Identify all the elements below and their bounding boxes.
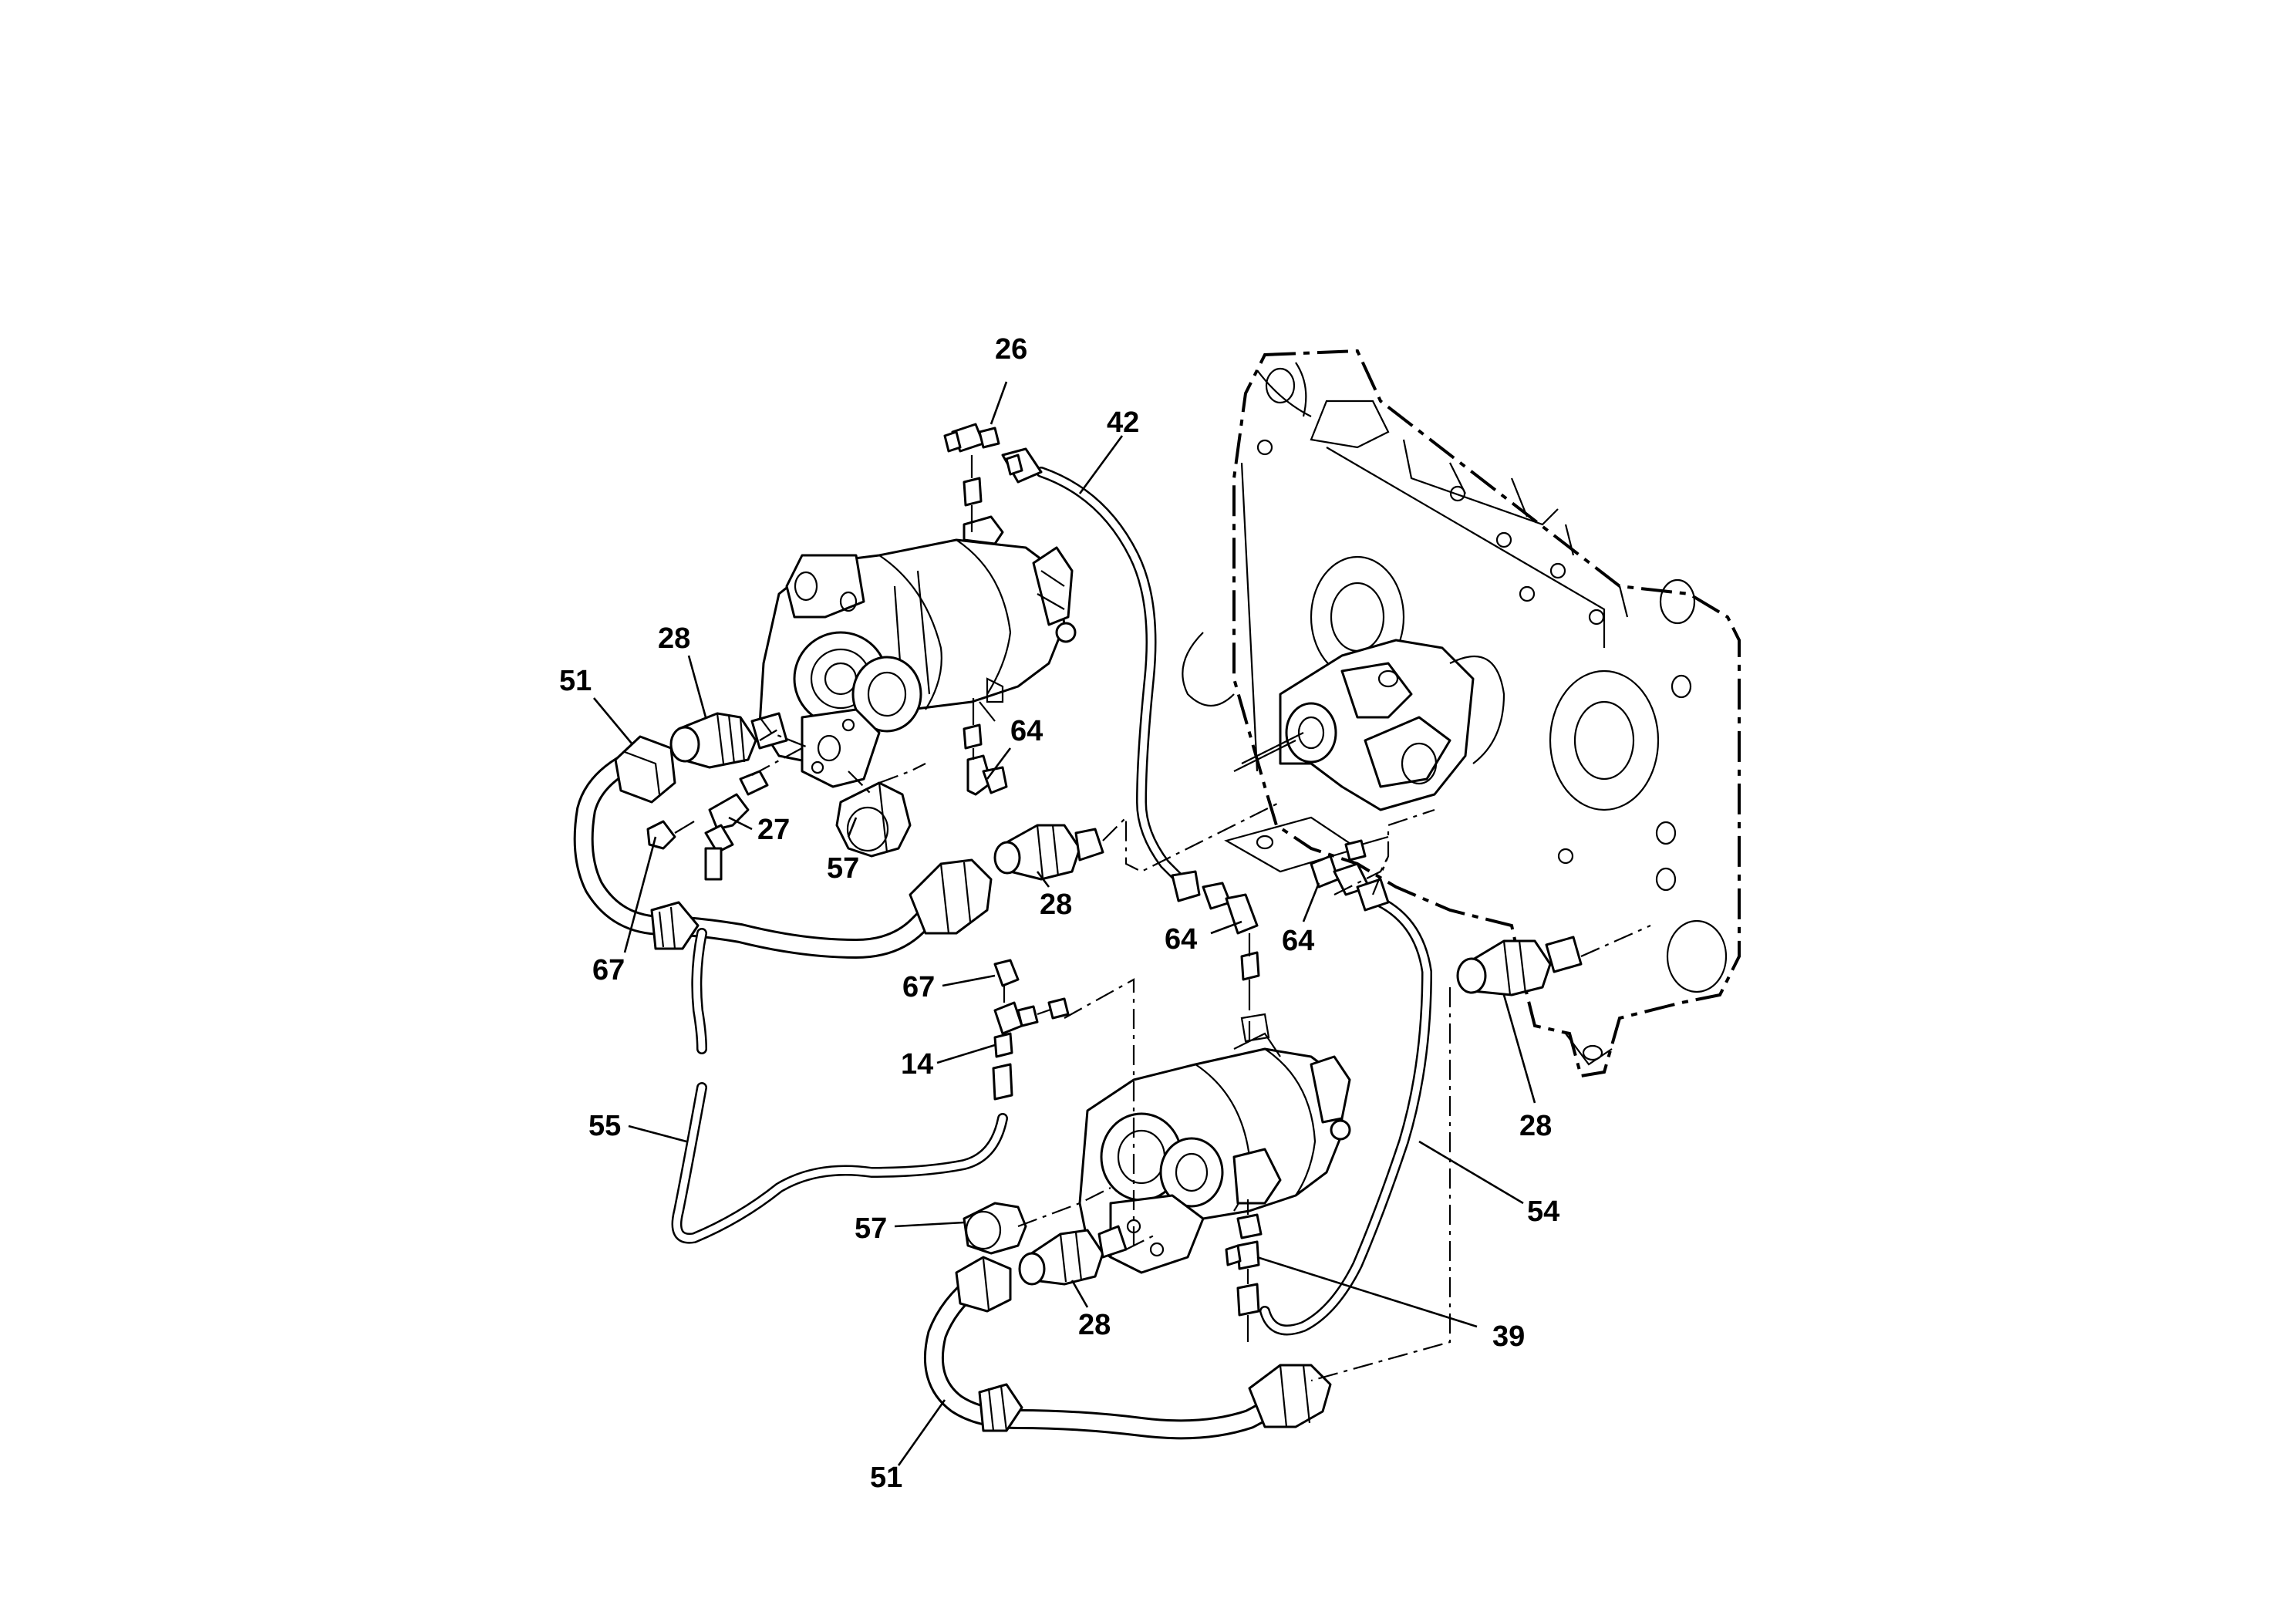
callout-28-upper-mid: 28 [1040, 889, 1072, 921]
tee-fitting-14 [992, 997, 1070, 1101]
tee-fitting-26 [943, 423, 1000, 532]
transmission-housing [1182, 349, 1741, 1078]
plug-67-lower [993, 959, 1020, 1003]
hose-51-lower [923, 1256, 1332, 1440]
fitting-28-upper-mid [993, 824, 1104, 881]
callout-57-upper: 57 [827, 852, 859, 885]
tee-fitting-27 [704, 770, 769, 881]
callout-51-lower: 51 [870, 1462, 902, 1494]
callout-64-mid-left: 64 [1165, 923, 1197, 956]
hose-54 [1259, 878, 1433, 1336]
lower-hydraulic-pump [1078, 1013, 1351, 1274]
fitting-28-right [1456, 936, 1583, 996]
callout-67-lower: 67 [902, 971, 935, 1003]
hose-42 [1001, 447, 1201, 902]
callout-57-lower: 57 [855, 1212, 887, 1245]
tee-fitting-39 [1225, 1199, 1263, 1342]
callout-54: 54 [1527, 1195, 1559, 1228]
housing-bolt-icon [1256, 439, 1605, 865]
callout-55: 55 [588, 1110, 621, 1142]
callout-14: 14 [901, 1048, 933, 1081]
callout-67-upper: 67 [592, 954, 625, 986]
fitting-28-upper-left [669, 712, 788, 769]
plug-57-upper [835, 781, 912, 858]
fitting-28-lower [1018, 1225, 1128, 1286]
connection-lines [751, 717, 1651, 1382]
callout-39: 39 [1492, 1320, 1525, 1353]
upper-hydraulic-pump [758, 515, 1077, 788]
callout-42: 42 [1107, 406, 1139, 439]
callout-labels: 26 42 28 51 64 27 57 28 67 64 64 67 14 2… [559, 333, 1559, 1494]
plug-67-upper [646, 820, 695, 850]
callout-64-upper: 64 [1010, 715, 1043, 747]
callout-28-lower: 28 [1078, 1309, 1111, 1341]
callout-64-mid-right: 64 [1282, 925, 1314, 957]
callout-51-upper: 51 [559, 665, 592, 697]
elbow-fitting-64-upper [963, 698, 1008, 796]
callout-26: 26 [995, 333, 1027, 366]
hose-51-upper [573, 735, 993, 959]
callout-28-right: 28 [1519, 1110, 1552, 1142]
charge-pump [1233, 639, 1505, 811]
plug-57-lower [963, 1202, 1027, 1255]
elbow-fitting-64-mid-left [1202, 882, 1260, 1010]
callout-28-upper-left: 28 [658, 622, 690, 655]
callout-27: 27 [757, 814, 790, 846]
elbow-fitting-64-mid-right [1310, 835, 1389, 896]
leader-lines [593, 381, 1536, 1466]
hose-55 [671, 928, 1008, 1244]
